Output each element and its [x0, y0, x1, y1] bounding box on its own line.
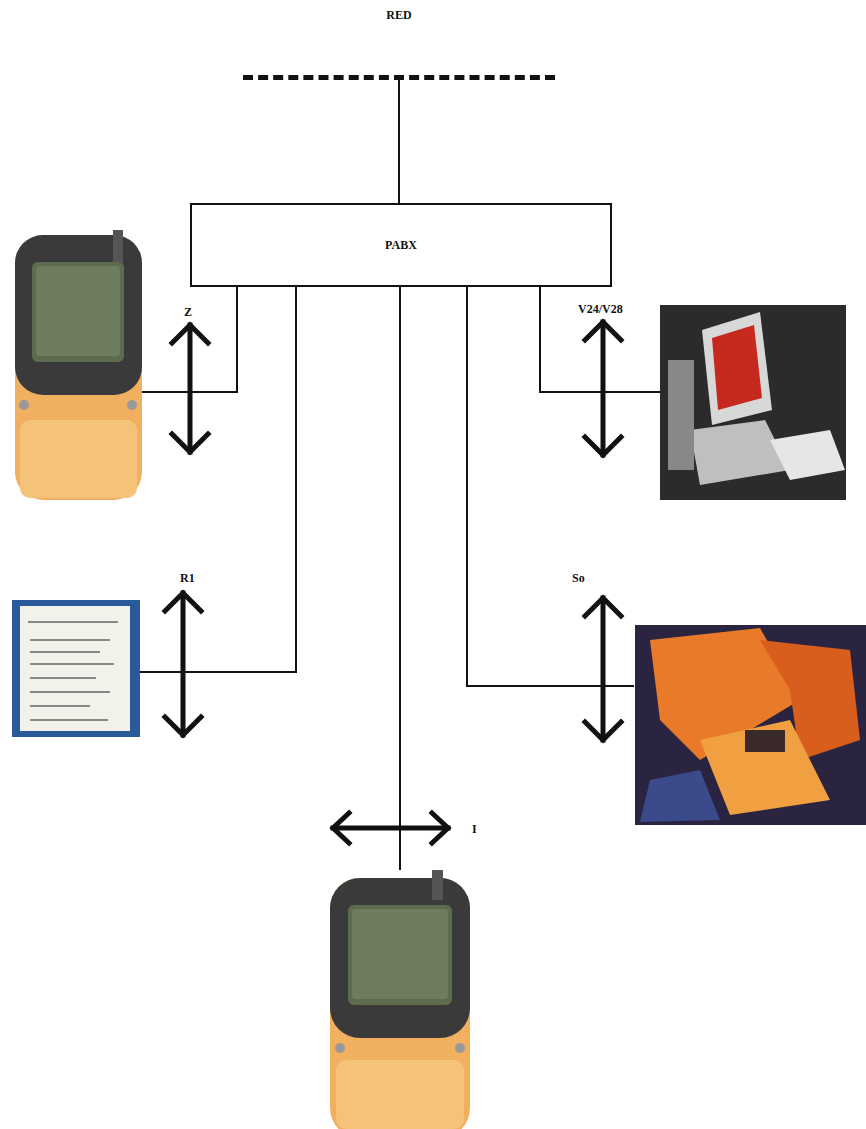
computer-picture [660, 305, 846, 500]
document-picture [12, 600, 140, 737]
node-text: RED [386, 8, 411, 23]
interface-label: Z [182, 305, 194, 320]
phone-picture [15, 230, 142, 500]
network-band: RED [243, 0, 555, 80]
wire [140, 287, 296, 672]
connector [398, 80, 400, 203]
interface-label: V24/V28 [576, 302, 625, 317]
equipment-picture [635, 625, 866, 825]
phone-picture [330, 870, 470, 1129]
wire [399, 287, 401, 870]
node-text: PABX [385, 238, 417, 253]
wire [467, 287, 634, 686]
wire [540, 287, 660, 392]
interface-label: So [570, 571, 587, 586]
interface-label: I [470, 822, 479, 837]
pabx-box: PABX [190, 203, 612, 287]
interface-label: R1 [178, 571, 197, 586]
